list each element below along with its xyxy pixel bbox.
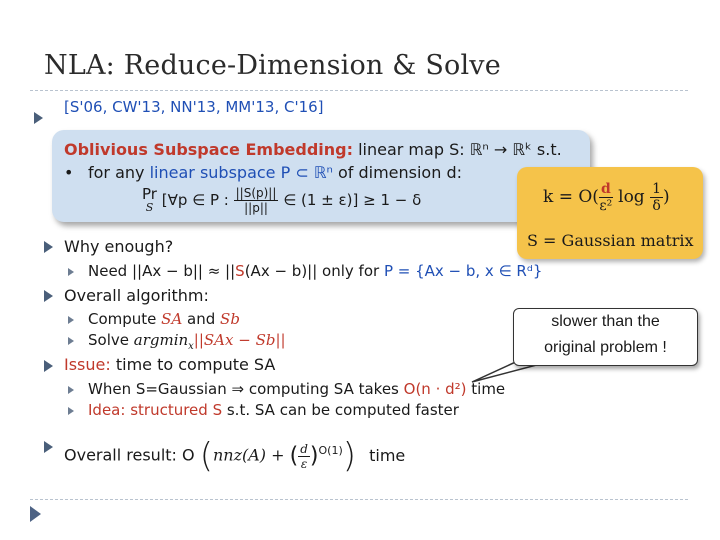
idea-structured: structured S (130, 401, 223, 419)
when-complexity: O(n · d²) (403, 380, 467, 398)
ose-norm-num: ||S(p)|| (233, 186, 279, 201)
callout-line2: original problem ! (544, 339, 667, 356)
k-d: d (598, 181, 613, 198)
bullet-icon (44, 241, 53, 253)
ose-pr-sub: S (145, 200, 154, 214)
compute-sa: SA (161, 310, 183, 328)
close-paren: ) (342, 436, 357, 476)
solve-line: Solve argminx||SAx − Sb|| (88, 331, 286, 352)
bullet-icon (44, 290, 53, 302)
need-set: P = {Ax − b, x ∈ Rᵈ} (383, 262, 543, 280)
ose-definition-panel: Oblivious Subspace Embedding: linear map… (52, 130, 590, 222)
ose-line2-suffix: of dimension d: (332, 163, 462, 182)
bottom-divider (30, 499, 688, 500)
result-time: time (369, 445, 406, 465)
ose-probability: Pr S [∀p ∈ P : ||S(p)|| ||p|| ∈ (1 ± ε)]… (142, 186, 421, 215)
ose-line2-prefix: for any (88, 163, 150, 182)
sub-bullet-icon (68, 407, 74, 415)
when-text: When S=Gaussian ⇒ computing SA takes (88, 380, 404, 398)
k-log-den: δ (652, 198, 661, 214)
solve-pre: Solve (88, 331, 134, 349)
result-eps: ε (300, 456, 308, 471)
sub-bullet-icon (68, 386, 74, 394)
frac-close-paren: ) (309, 443, 319, 469)
result-d: d (298, 441, 310, 457)
footer-triangle-icon (30, 506, 41, 522)
top-divider (30, 90, 688, 91)
bullet-icon (34, 112, 43, 124)
ose-heading: Oblivious Subspace Embedding: (64, 140, 353, 159)
idea-rest: s.t. SA can be computed faster (222, 401, 459, 419)
k-log: log (612, 187, 651, 207)
sub-bullet-icon (68, 316, 74, 324)
solve-norm: ||SAx − Sb|| (193, 331, 286, 349)
k-pre: k = O( (543, 187, 599, 207)
ose-line2: for any linear subspace P ⊂ ℝⁿ of dimens… (88, 163, 462, 182)
compute-sb: Sb (220, 310, 240, 328)
result-nnz: nnz(A) + (212, 445, 290, 465)
why-enough: Why enough? (64, 237, 174, 256)
issue-label: Issue: (64, 355, 111, 374)
bullet-icon (44, 441, 53, 453)
ose-heading-rest: linear map S: ℝⁿ → ℝᵏ s.t. (353, 140, 562, 159)
when-end: time (466, 380, 506, 398)
ose-heading-line: Oblivious Subspace Embedding: linear map… (64, 140, 562, 159)
ose-norm-den: ||p|| (244, 201, 268, 215)
callout-box: slower than the original problem ! (513, 308, 698, 366)
need-line: Need ||Ax − b|| ≈ ||S(Ax − b)|| only for… (88, 262, 542, 280)
dot-icon: • (64, 163, 74, 182)
sub-bullet-icon (68, 337, 74, 345)
k-eps: ε² (599, 198, 613, 214)
solve-sub: x (188, 341, 194, 352)
ose-pr: Pr (142, 184, 157, 203)
callout-line1: slower than the (551, 313, 660, 330)
need-mid: (Ax − b)|| only for (244, 262, 384, 280)
result-label: Overall result: O (64, 445, 195, 465)
idea-line: Idea: structured S s.t. SA can be comput… (88, 401, 459, 419)
idea-label: Idea: (88, 401, 126, 419)
solve-argmin: argmin (133, 331, 189, 349)
ose-bound: ∈ (1 ± ε)] ≥ 1 − δ (283, 191, 422, 209)
citation: [S'06, CW'13, NN'13, MM'13, C'16] (64, 98, 324, 116)
ose-norm-fraction: ||S(p)|| ||p|| (233, 186, 279, 215)
compute-line: Compute SA and Sb (88, 310, 240, 328)
issue-line: Issue: time to compute SA (64, 355, 275, 374)
k-post: ) (663, 187, 670, 207)
need-s: S (235, 262, 245, 280)
frac-open-paren: ( (289, 443, 299, 469)
ose-line2-subspace: linear subspace P ⊂ ℝⁿ (149, 163, 333, 182)
k-log-num: 1 (650, 181, 664, 198)
open-paren: ( (199, 436, 213, 476)
issue-rest: time to compute SA (110, 355, 276, 374)
overall-algorithm: Overall algorithm: (64, 286, 209, 305)
slide-title: NLA: Reduce-Dimension & Solve (44, 50, 501, 81)
result-exponent: O(1) (318, 444, 343, 458)
when-line: When S=Gaussian ⇒ computing SA takes O(n… (88, 380, 505, 398)
gaussian-matrix: S = Gaussian matrix (527, 231, 694, 250)
bullet-icon (44, 360, 53, 372)
need-prefix: Need ||Ax − b|| ≈ || (88, 262, 236, 280)
sub-bullet-icon (68, 268, 74, 276)
ose-forall: [∀p ∈ P : (161, 191, 229, 209)
compute-pre: Compute (88, 310, 162, 328)
compute-and: and (182, 310, 221, 328)
